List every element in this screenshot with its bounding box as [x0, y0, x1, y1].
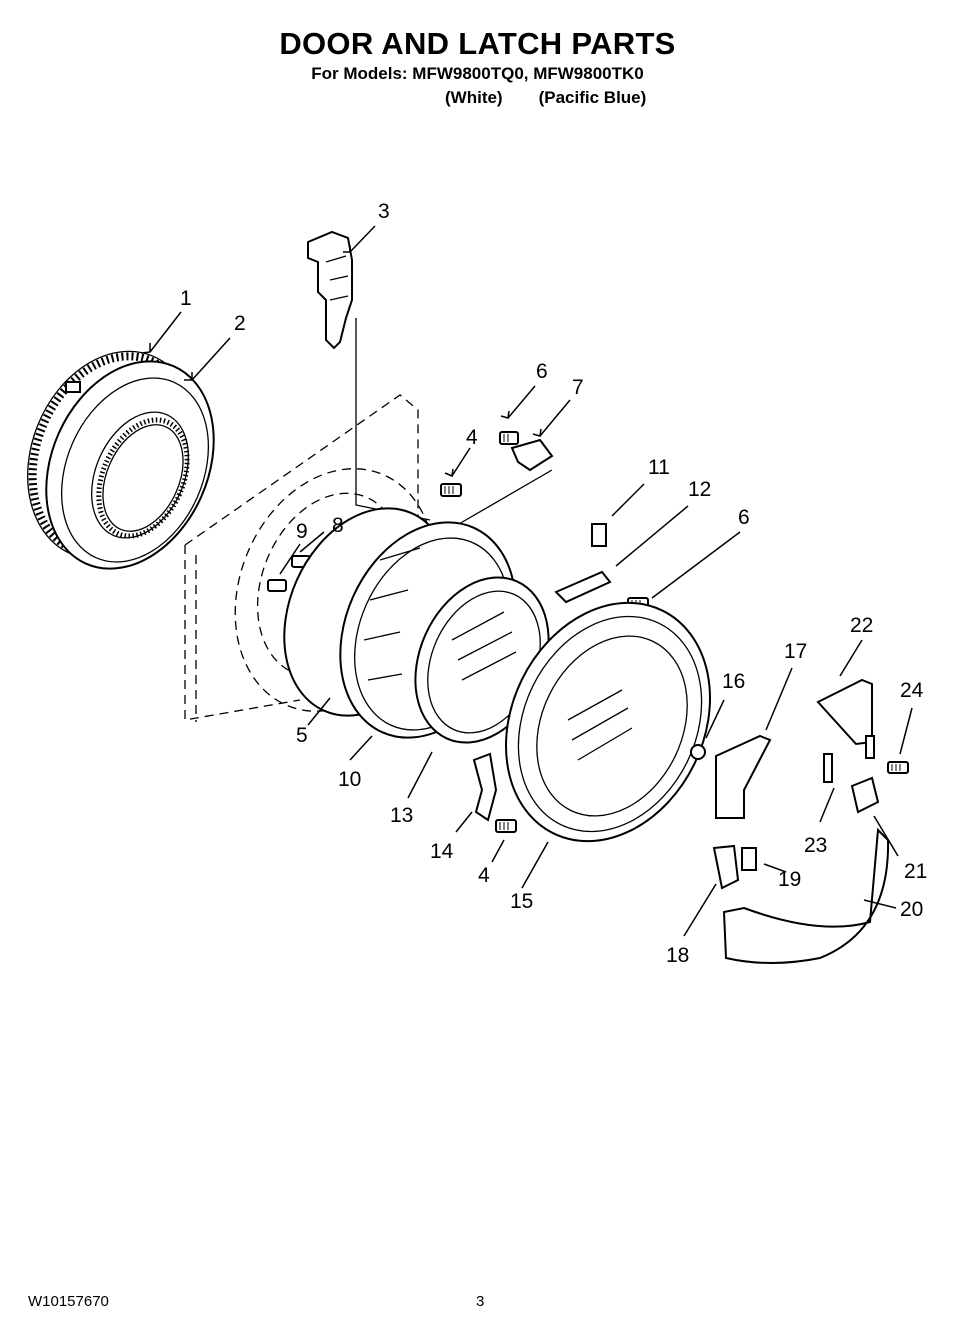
callout-23: 23: [804, 834, 827, 857]
callout-9: 9: [296, 520, 308, 543]
callout-4-upper: 4: [466, 426, 478, 449]
callout-21: 21: [904, 860, 927, 883]
part-22-door-handle: [816, 678, 875, 759]
part-9-screw: [267, 579, 287, 592]
callout-16: 16: [722, 670, 745, 693]
models-line: For Models: MFW9800TQ0, MFW9800TK0: [311, 64, 644, 83]
part-18-latch-hook: [712, 844, 740, 890]
part-23-spacer: [823, 753, 833, 783]
part-7-hinge-bracket: [451, 438, 554, 529]
part-19-pad: [741, 847, 757, 871]
part-4-screw-upper: [440, 483, 462, 497]
callout-8: 8: [332, 514, 344, 537]
leader-lines: [140, 225, 913, 937]
part-6-screw-upper: [499, 431, 519, 445]
callout-3: 3: [378, 200, 390, 223]
color-blue-label: (Pacific Blue): [538, 88, 647, 107]
callout-14: 14: [430, 840, 454, 863]
callout-20: 20: [900, 898, 923, 921]
callout-numbers: 1 2 3 4 6 7 8 9 5 10 13 11 12 6 14 4 15 …: [180, 200, 927, 967]
callout-15: 15: [510, 890, 533, 913]
page-number: 3: [476, 1293, 485, 1310]
part-20-handle-trim: [722, 827, 890, 964]
callout-17: 17: [784, 640, 807, 663]
part-16-bumper: [690, 744, 706, 760]
callout-5: 5: [296, 724, 308, 747]
color-variants: (White) (Pacific Blue): [445, 88, 646, 108]
part-17-handle-cover: [715, 734, 772, 819]
callout-2: 2: [234, 312, 246, 335]
part-4-screw-lower: [495, 819, 517, 833]
callout-4-lower: 4: [478, 864, 490, 887]
callout-24: 24: [900, 679, 924, 702]
part-21-latch-insert: [850, 776, 880, 814]
callout-10: 10: [338, 768, 361, 791]
callout-6-right: 6: [738, 506, 750, 529]
page-title: DOOR AND LATCH PARTS: [279, 26, 676, 61]
callout-22: 22: [850, 614, 873, 637]
callout-11: 11: [648, 456, 670, 479]
callout-18: 18: [666, 944, 689, 967]
document-number: W10157670: [28, 1293, 109, 1310]
callout-13: 13: [390, 804, 413, 827]
callout-6-upper: 6: [536, 360, 548, 383]
part-3-door-latch: [307, 230, 431, 521]
callout-7: 7: [572, 376, 584, 399]
callout-1: 1: [180, 287, 192, 310]
part-24-screw: [887, 761, 909, 774]
part-2-door-boot: [45, 360, 215, 570]
part-14-door-hinge: [472, 752, 498, 822]
part-11-clip: [591, 523, 607, 547]
part-12-strike-plate: [554, 570, 612, 604]
callout-19: 19: [778, 868, 801, 891]
callout-12: 12: [688, 478, 711, 501]
color-white-label: (White): [445, 88, 503, 107]
part-15-door-assembly: [505, 601, 711, 843]
